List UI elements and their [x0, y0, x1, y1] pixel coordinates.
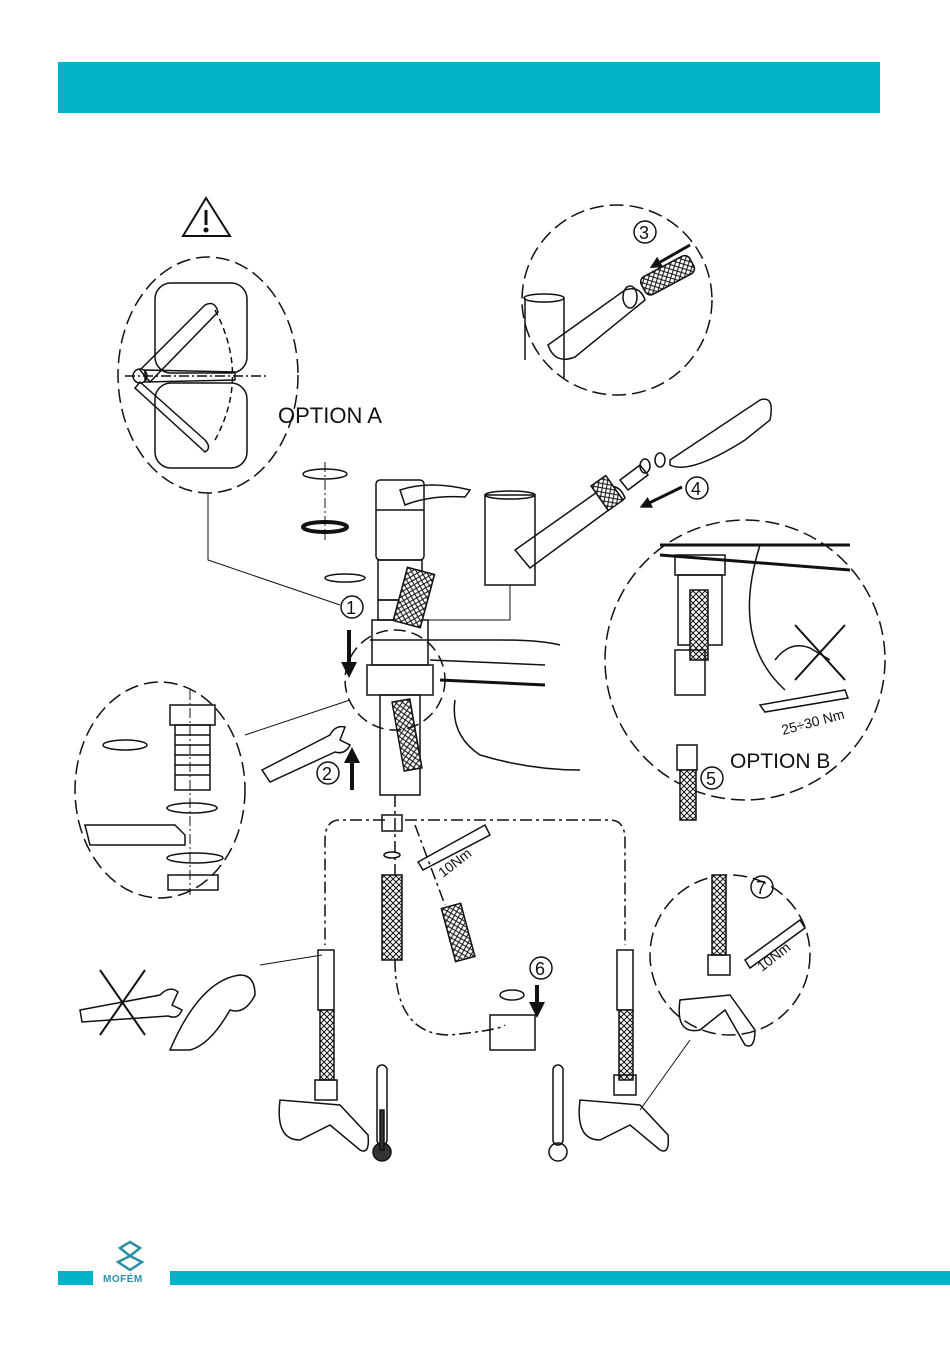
step-7-label: 7 [756, 878, 766, 898]
option-a-label: OPTION A [278, 403, 382, 428]
hand-tighten-icon [170, 975, 255, 1050]
step-3-detail-circle [522, 205, 712, 395]
no-wrench-icon [80, 970, 182, 1035]
step-1-label: 1 [346, 598, 356, 618]
option-a-lever-detail [125, 283, 268, 468]
step-2-label: 2 [322, 764, 332, 784]
step-4-label: 4 [691, 479, 701, 499]
warning-icon [183, 198, 230, 236]
step-3-label: 3 [639, 223, 649, 243]
logo-text: MOFÉM [103, 1274, 163, 1285]
option-b-label: OPTION B [730, 750, 830, 773]
mounting-kit-detail-circle [75, 682, 245, 898]
faucet-body [367, 480, 470, 795]
torque-25-30-label: 25÷30 Nm [780, 706, 846, 738]
step-6-label: 6 [535, 959, 545, 979]
cold-thermometer-icon [549, 1065, 567, 1161]
step-5-label: 5 [706, 769, 716, 789]
hot-thermometer-icon [373, 1065, 391, 1161]
torque-10nm-label-right: 10Nm [754, 939, 793, 975]
